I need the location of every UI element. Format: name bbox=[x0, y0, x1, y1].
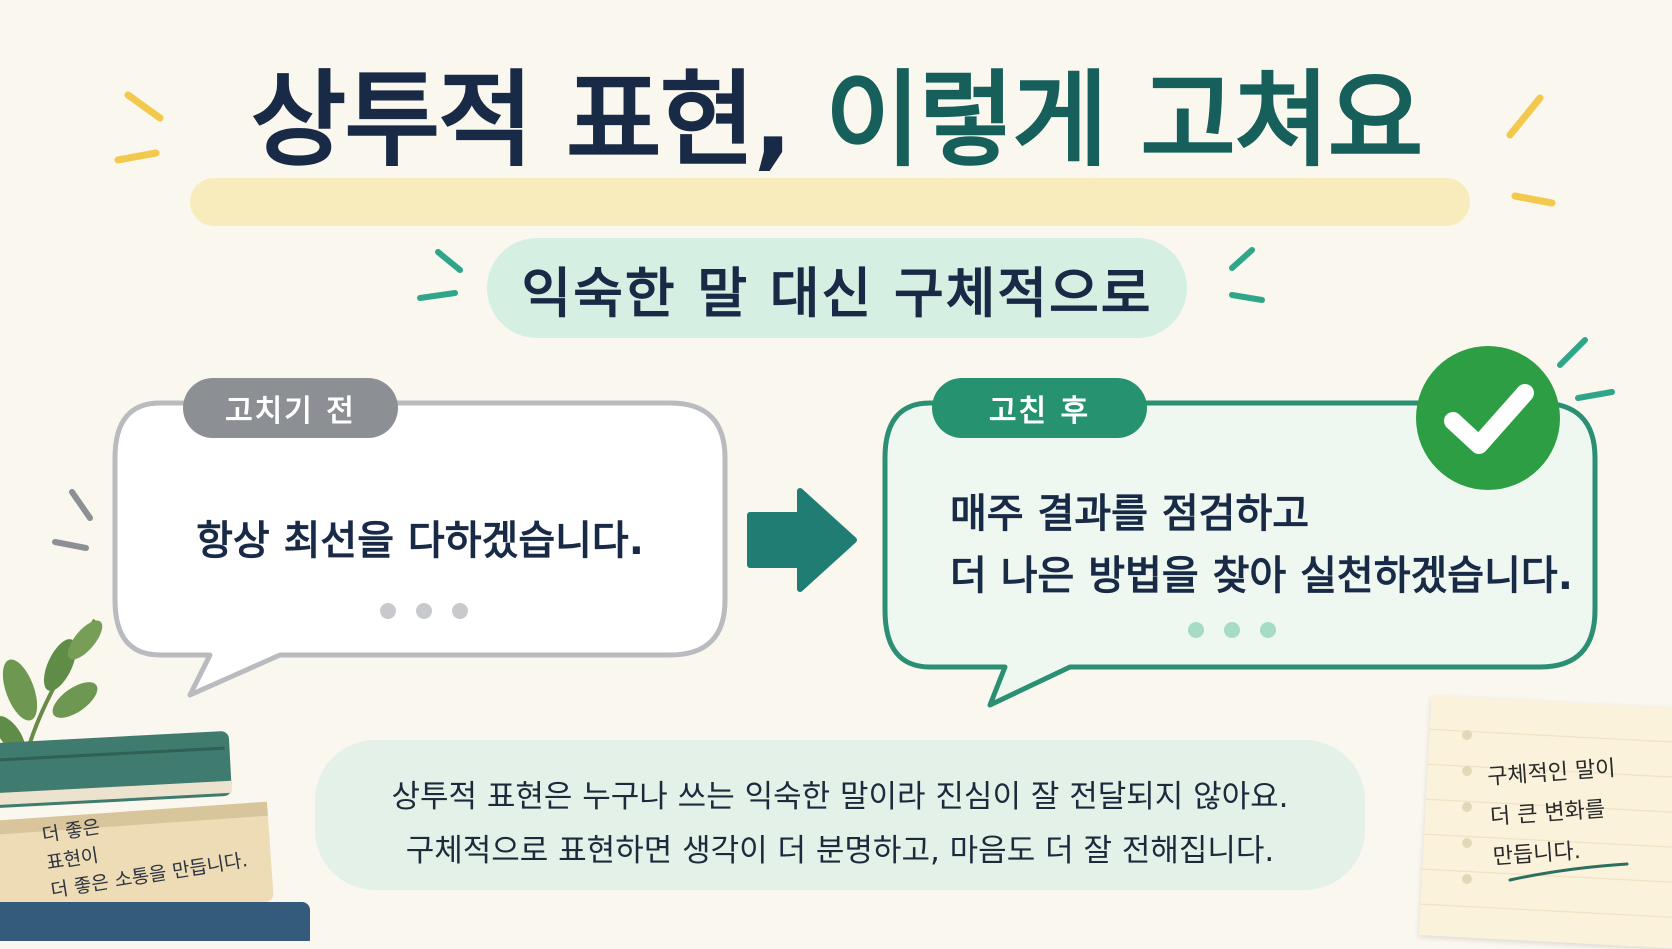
after-line-2: 더 나은 방법을 찾아 실천하겠습니다. bbox=[950, 553, 1573, 599]
book-stack-icon bbox=[0, 731, 310, 941]
page-title: 상투적 표현, 이렇게 고쳐요 bbox=[0, 58, 1672, 183]
summary-text: 상투적 표현은 누구나 쓰는 익숙한 말이라 진심이 잘 전달되지 않아요. 구… bbox=[315, 770, 1365, 878]
subtitle: 익숙한 말 대신 구체적으로 bbox=[521, 261, 1153, 325]
title-highlight bbox=[190, 178, 1470, 226]
before-speech-bubble bbox=[112, 400, 728, 698]
typing-dots-gray bbox=[380, 603, 468, 619]
summary-line-2: 구체적으로 표현하면 생각이 더 분명하고, 마음도 더 잘 전해집니다. bbox=[405, 833, 1275, 869]
tag-before: 고치기 전 bbox=[183, 378, 398, 438]
after-line-1: 매주 결과를 점검하고 bbox=[950, 491, 1310, 537]
title-part-1: 상투적 표현, bbox=[250, 59, 793, 181]
note-holes bbox=[1462, 730, 1472, 884]
summary-line-1: 상투적 표현은 누구나 쓰는 익숙한 말이라 진심이 잘 전달되지 않아요. bbox=[391, 779, 1289, 815]
after-sentence: 매주 결과를 점검하고 더 나은 방법을 찾아 실천하겠습니다. bbox=[950, 483, 1600, 607]
arrow-right-icon bbox=[747, 488, 857, 592]
title-part-2: 이렇게 고쳐요 bbox=[825, 59, 1423, 181]
tag-after: 고친 후 bbox=[932, 378, 1147, 438]
leaf-plant-icon bbox=[0, 618, 103, 760]
after-speech-bubble bbox=[882, 400, 1598, 708]
subtitle-pill: 익숙한 말 대신 구체적으로 bbox=[487, 238, 1187, 338]
before-sentence: 항상 최선을 다하겠습니다. bbox=[196, 518, 644, 564]
summary-background bbox=[315, 740, 1365, 890]
typing-dots-green bbox=[1188, 622, 1276, 638]
note-underline bbox=[1508, 862, 1629, 882]
check-circle-icon bbox=[1416, 346, 1560, 490]
